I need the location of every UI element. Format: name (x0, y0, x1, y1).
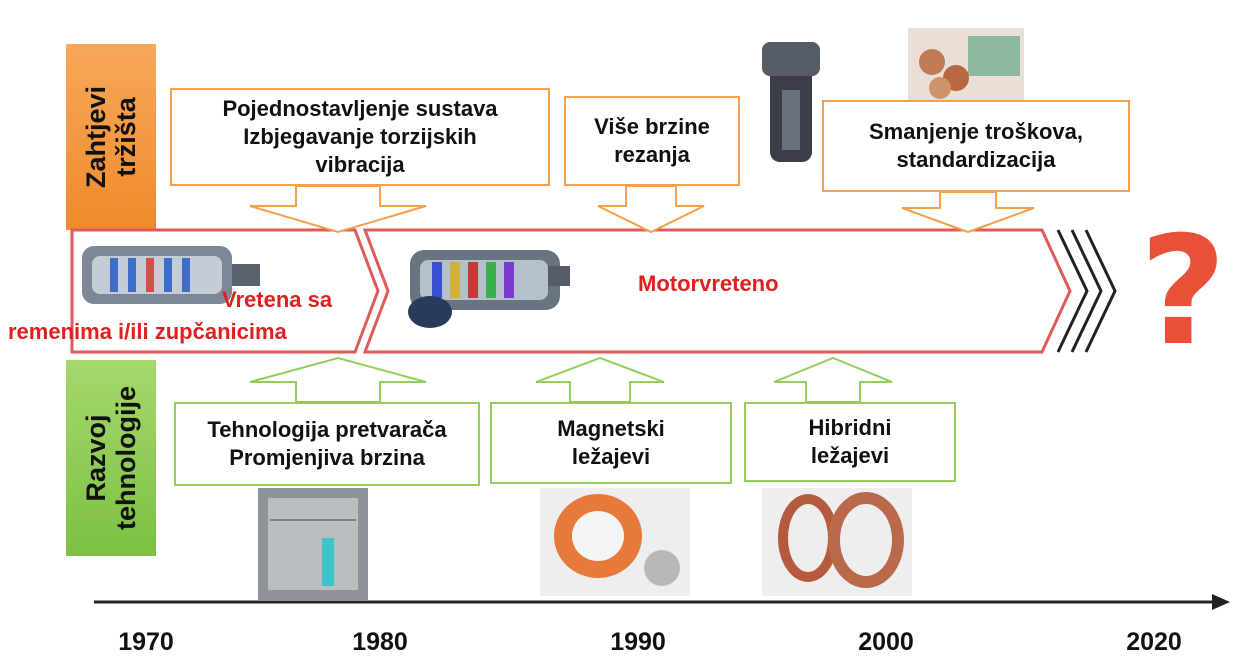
market-box-2-line-2: rezanja (614, 142, 690, 167)
motor-spindle-image (408, 250, 570, 328)
market-box-2-line-1: Više brzine (594, 114, 710, 139)
year-2020: 2020 (1126, 628, 1182, 656)
tech-label-bar (66, 360, 156, 556)
continuation-chevron-2 (1070, 229, 1103, 353)
magnetic-bearing-image (540, 488, 690, 596)
year-1990: 1990 (610, 628, 666, 656)
tech-box-2-line-2: ležajevi (571, 444, 651, 469)
cutting-tool-image (762, 42, 820, 162)
market-label-line-2: tržišta (111, 97, 141, 177)
year-2000: 2000 (858, 628, 914, 656)
year-1980: 1980 (352, 628, 408, 656)
belt-spindle-label-line-1: Vretena sa (222, 287, 333, 312)
market-box-3-line-2: standardizacija (896, 147, 1056, 172)
tech-box-magnetic-bearings: Magnetski ležajevi (490, 402, 732, 484)
market-label-bar (66, 44, 156, 230)
market-arrows (249, 185, 1035, 234)
money-image (908, 28, 1024, 102)
inverter-image (258, 488, 368, 600)
tech-box-hybrid-bearings: Hibridni ležajevi (744, 402, 956, 482)
year-1970: 1970 (118, 628, 174, 656)
motor-spindle-label: Motorvreteno (638, 271, 779, 296)
market-box-1-line-2: Izbjegavanje torzijskih (243, 124, 477, 149)
technology-development-label: Razvoj tehnologije (66, 360, 156, 556)
market-box-cutting-speed: Više brzine rezanja (564, 96, 740, 186)
tech-label-line-2: tehnologije (111, 386, 141, 530)
timeline-arrowhead (1212, 594, 1230, 610)
belt-spindle-label-line-2: remenima i/ili zupčanicima (8, 319, 287, 344)
market-label-line-1: Zahtjevi (81, 85, 111, 189)
tech-box-inverter: Tehnologija pretvarača Promjenjiva brzin… (174, 402, 480, 486)
tech-box-2-line-1: Magnetski (557, 416, 665, 441)
market-box-3-line-1: Smanjenje troškova, (869, 119, 1083, 144)
tech-label-line-1: Razvoj (81, 414, 111, 502)
market-box-1-line-3: vibracija (315, 152, 405, 177)
continuation-chevron-1 (1056, 229, 1089, 353)
tech-box-1-line-2: Promjenjiva brzina (229, 445, 425, 470)
hybrid-bearing-image (762, 488, 912, 596)
future-question-mark: ? (1139, 205, 1227, 379)
tech-box-1-line-1: Tehnologija pretvarača (207, 417, 447, 442)
tech-box-3-line-1: Hibridni (808, 415, 892, 440)
market-box-cost-reduction: Smanjenje troškova, standardizacija (822, 100, 1130, 192)
belt-spindle-image (82, 246, 260, 304)
tech-arrows (249, 356, 893, 403)
market-box-1-line-1: Pojednostavljenje sustava (222, 96, 498, 121)
tech-box-3-line-2: ležajevi (810, 443, 890, 468)
market-box-simplification: Pojednostavljenje sustava Izbjegavanje t… (170, 88, 550, 186)
continuation-chevron-3 (1084, 229, 1117, 353)
market-requirements-label: Zahtjevi tržišta (66, 44, 156, 230)
